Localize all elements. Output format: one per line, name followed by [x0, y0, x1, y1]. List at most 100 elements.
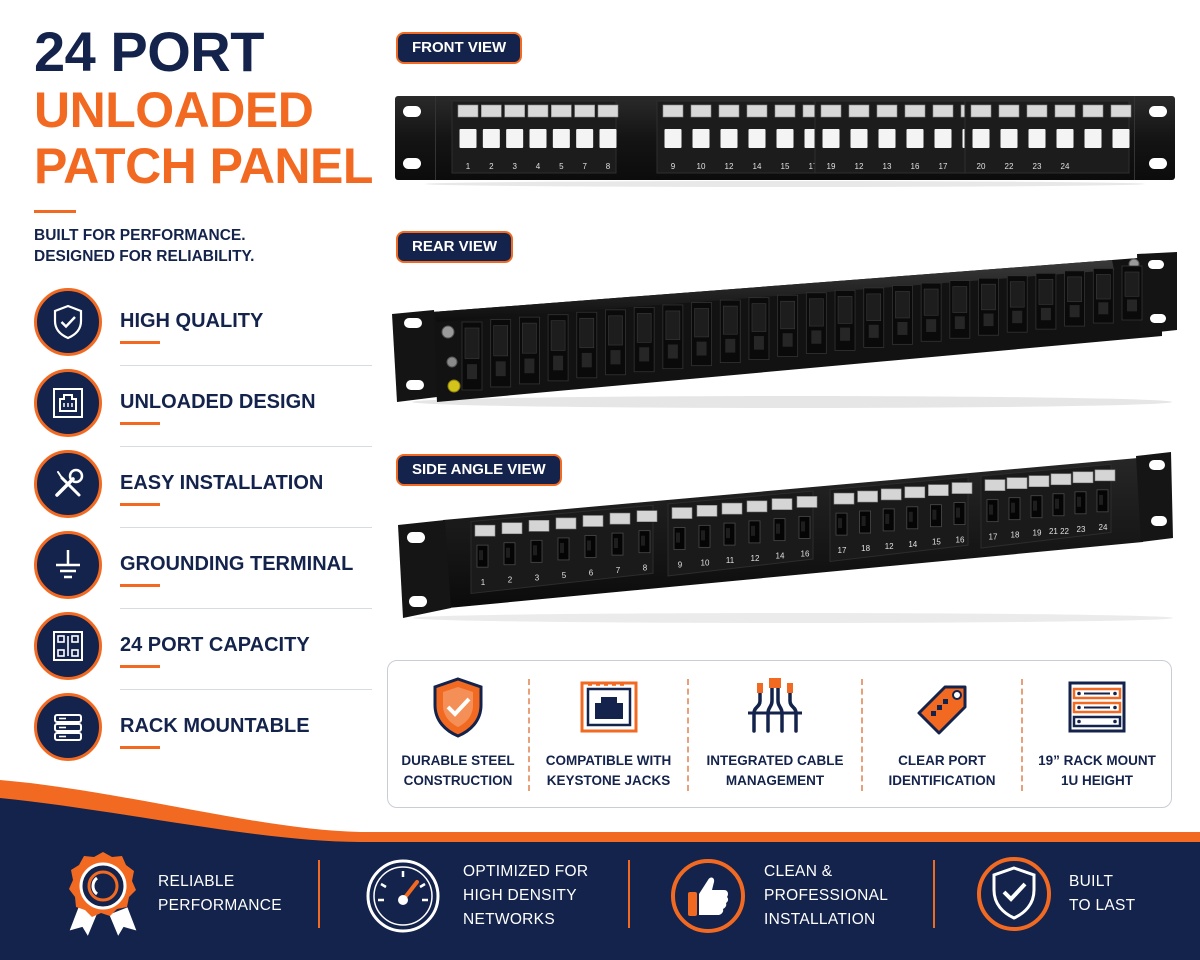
keystone-module	[719, 299, 741, 364]
port-number: 19	[827, 162, 836, 171]
keystone-module	[805, 292, 827, 354]
port: 10	[690, 104, 712, 171]
port-number: 17	[838, 546, 847, 555]
port-number: 4	[536, 162, 541, 171]
keystone-module	[490, 319, 512, 388]
mounting-hole	[409, 596, 427, 607]
port-number: 16	[956, 536, 965, 545]
port-number: 17	[989, 533, 998, 542]
port: 16	[904, 104, 926, 171]
keystone-module	[920, 282, 942, 342]
feature-accent-bar	[120, 422, 160, 425]
keystone-module	[1006, 275, 1028, 333]
feature-label: HIGH QUALITY	[120, 310, 264, 332]
card-item-cable-management: INTEGRATED CABLE MANAGEMENT	[689, 661, 861, 809]
feature-rack-mountable: RACK MOUNTABLE	[34, 693, 354, 774]
mounting-hole	[403, 158, 421, 169]
port-number: 12	[855, 162, 864, 171]
port-number: 12	[751, 554, 760, 563]
keystone-module	[949, 280, 971, 339]
card-text-line-2: 1U HEIGHT	[1060, 773, 1133, 788]
card-item-port-identification: CLEAR PORT IDENTIFICATION	[863, 661, 1021, 809]
card-item-text: DURABLE STEEL CONSTRUCTION	[388, 751, 528, 791]
port: 12	[718, 104, 740, 171]
feature-accent-bar	[120, 665, 160, 668]
port-number: 17	[939, 162, 948, 171]
keystone-module	[633, 306, 655, 373]
card-item-rack-mount: 19” RACK MOUNT 1U HEIGHT	[1023, 661, 1171, 809]
title-underline	[34, 210, 76, 213]
port-number: 14	[753, 162, 762, 171]
port-number: 12	[725, 162, 734, 171]
port: 8	[636, 510, 658, 573]
port: 3	[528, 520, 550, 582]
port: 12	[746, 500, 768, 563]
card-text-line-1: 19” RACK MOUNT	[1038, 753, 1156, 768]
keystone-module	[1064, 270, 1086, 327]
mounting-hole	[1150, 314, 1166, 323]
port-number: 17	[809, 162, 818, 171]
keystone-module	[892, 285, 913, 345]
port-number: 7	[582, 162, 587, 171]
mounting-hole	[407, 532, 425, 543]
port-number: 3	[535, 573, 540, 582]
port-number: 16	[801, 549, 810, 558]
port-number: 11	[726, 556, 735, 565]
keystone-module	[1092, 268, 1114, 324]
card-item-text: 19” RACK MOUNT 1U HEIGHT	[1023, 751, 1171, 791]
port-number: 8	[606, 162, 611, 171]
port-number: 1	[466, 162, 471, 171]
port: 18	[1006, 477, 1028, 540]
port	[1110, 104, 1132, 148]
band-item-high-density: OPTIMIZED FOR HIGH DENSITY NETWORKS	[363, 852, 623, 942]
rear-view-label: REAR VIEW	[396, 231, 514, 263]
shield-check-icon	[974, 854, 1054, 934]
keystone-module	[863, 287, 885, 348]
port: 2	[501, 522, 523, 585]
mounting-hole	[403, 106, 421, 117]
mounting-ear-right	[1137, 252, 1177, 334]
port: 13	[876, 104, 898, 171]
card-item-text: INTEGRATED CABLE MANAGEMENT	[689, 751, 861, 791]
port: 23	[1026, 104, 1048, 171]
card-item-text: COMPATIBLE WITH KEYSTONE JACKS	[530, 751, 687, 791]
feature-label: RACK MOUNTABLE	[120, 715, 310, 737]
card-text-line-2: MANAGEMENT	[725, 773, 825, 788]
front-view-panel: 12345789101214151719121316171920222324	[395, 96, 1175, 188]
port: 2	[481, 104, 502, 171]
keystone-jack-icon	[574, 673, 644, 743]
card-text-line-1: INTEGRATED CABLE	[706, 753, 844, 768]
title-line-3: PATCH PANEL	[34, 138, 373, 194]
feature-accent-bar	[120, 746, 160, 749]
feature-accent-bar	[120, 584, 160, 587]
tagline-line-1: BUILT FOR PERFORMANCE.	[34, 227, 246, 244]
port: 14	[746, 104, 768, 171]
keystone-module	[461, 321, 483, 391]
feature-divider	[120, 608, 372, 609]
keystone-module	[605, 309, 626, 376]
ground-terminal	[447, 379, 461, 393]
port-number: 10	[697, 162, 706, 171]
port: 17	[984, 479, 1006, 542]
port-number: 1	[481, 578, 486, 587]
port-number: 23	[1033, 162, 1042, 171]
card-text-line-2: KEYSTONE JACKS	[546, 773, 671, 788]
band-item-text: BUILT TO LAST	[1069, 870, 1135, 918]
band-text-line-1: RELIABLE	[158, 873, 235, 890]
port-number: 9	[671, 162, 676, 171]
tagline-line-2: DESIGNED FOR RELIABILITY.	[34, 248, 255, 265]
card-item-durable-steel: DURABLE STEEL CONSTRUCTION	[388, 661, 528, 809]
mounting-hole	[1149, 158, 1167, 169]
port-number: 8	[643, 564, 648, 573]
band-text-line-1: CLEAN &	[764, 863, 833, 880]
port: 4	[527, 104, 549, 171]
feature-easy-installation: EASY INSTALLATION	[34, 450, 372, 531]
port-number: 7	[616, 566, 621, 575]
port: 21 22	[1049, 473, 1072, 536]
feature-divider	[120, 365, 372, 366]
band-item-text: OPTIMIZED FOR HIGH DENSITY NETWORKS	[463, 860, 588, 932]
port-number: 24	[1061, 162, 1070, 171]
keystone-module	[834, 289, 856, 351]
